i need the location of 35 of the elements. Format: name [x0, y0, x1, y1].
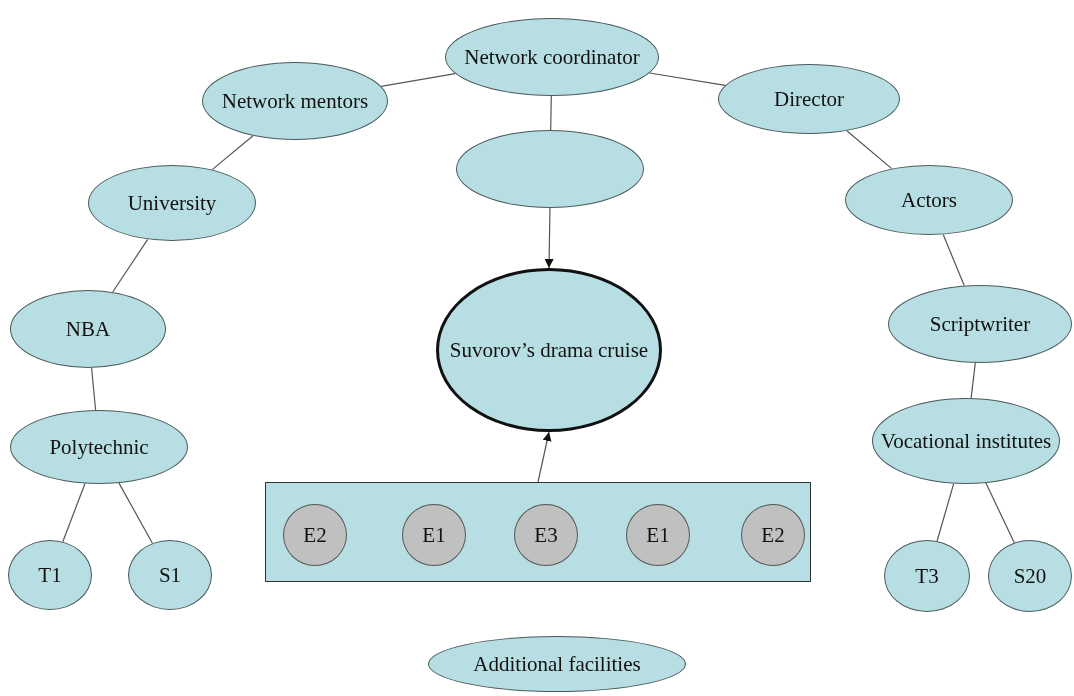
group-box [265, 482, 811, 582]
node-label: S20 [1012, 563, 1048, 589]
connector-line [846, 130, 893, 170]
arrow [537, 431, 552, 483]
connector-line [118, 482, 153, 544]
node-label: Polytechnic [48, 434, 150, 460]
node-label: E2 [302, 522, 328, 548]
node-label: Network coordinator [463, 44, 641, 70]
connector-line [942, 233, 965, 287]
connector-line [985, 482, 1015, 544]
arrow [544, 207, 554, 269]
node-label: S1 [157, 562, 183, 588]
node-label: E1 [645, 522, 671, 548]
node-label: T3 [914, 563, 940, 589]
connector-line [970, 362, 976, 399]
connector-line [649, 72, 726, 86]
node-label: Network mentors [220, 88, 370, 114]
node-label: Suvorov’s drama cruise [448, 337, 650, 363]
node-label: Actors [900, 187, 958, 213]
connector-line [380, 73, 456, 87]
node-label: E1 [421, 522, 447, 548]
connector-line [936, 483, 955, 542]
node-label: Scriptwriter [928, 311, 1032, 337]
node-label: Director [773, 86, 845, 112]
node-label: Additional facilities [472, 651, 642, 677]
connector-line [91, 367, 97, 411]
node-label: E3 [533, 522, 559, 548]
node-label: E2 [760, 522, 786, 548]
node-label: Vocational institutes [879, 428, 1053, 454]
node-label: T1 [37, 562, 63, 588]
connector-line [211, 135, 254, 171]
node-label: NBA [64, 316, 112, 342]
node-label: University [126, 190, 218, 216]
connector-line [550, 95, 552, 131]
connector-line [62, 482, 86, 543]
